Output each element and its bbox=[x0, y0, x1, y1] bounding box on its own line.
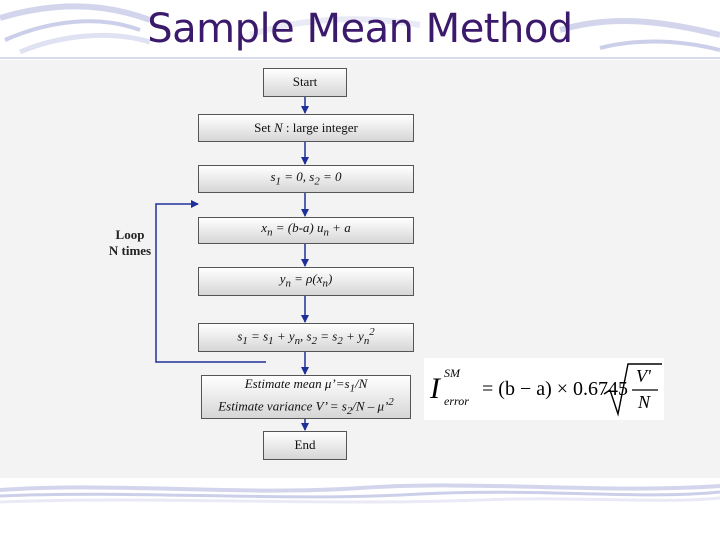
step-estimate-variance-label: Estimate variance V’ = s2/N – μ’2 bbox=[218, 396, 394, 418]
step-end-label: End bbox=[295, 437, 316, 453]
step-init-sums-label: s1 = 0, s2 = 0 bbox=[270, 169, 341, 189]
loop-label-line1: Loop bbox=[98, 227, 162, 243]
step-evaluate-y-label: yn = ρ(xn) bbox=[280, 271, 333, 291]
loop-label: Loop N times bbox=[98, 227, 162, 258]
step-evaluate-y: yn = ρ(xn) bbox=[198, 267, 414, 296]
step-accumulate: s1 = s1 + yn, s2 = s2 + yn2 bbox=[198, 323, 414, 352]
step-set-n-label: Set N : large integer bbox=[254, 120, 358, 136]
step-estimate: Estimate mean μ’=s1/N Estimate variance … bbox=[201, 375, 411, 419]
step-start-label: Start bbox=[293, 74, 318, 90]
step-start: Start bbox=[263, 68, 347, 97]
step-init-sums: s1 = 0, s2 = 0 bbox=[198, 165, 414, 193]
formula-denominator: N bbox=[638, 392, 650, 413]
step-accumulate-label: s1 = s1 + yn, s2 = s2 + yn2 bbox=[237, 326, 374, 348]
step-sample-x: xn = (b-a) un + a bbox=[198, 217, 414, 244]
step-estimate-mean-label: Estimate mean μ’=s1/N bbox=[245, 376, 368, 396]
step-end: End bbox=[263, 431, 347, 460]
step-sample-x-label: xn = (b-a) un + a bbox=[261, 220, 350, 240]
error-formula: I SM error = (b − a) × 0.6745 V' N bbox=[424, 358, 664, 420]
step-set-n: Set N : large integer bbox=[198, 114, 414, 142]
loop-label-line2: N times bbox=[98, 243, 162, 259]
formula-numerator: V' bbox=[636, 366, 651, 387]
formula-radical bbox=[424, 358, 664, 420]
